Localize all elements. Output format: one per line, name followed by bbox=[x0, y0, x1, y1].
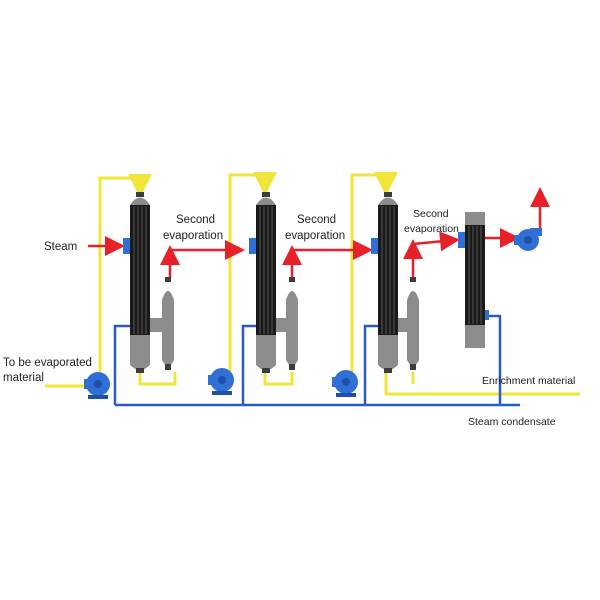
evaporator-effect-1 bbox=[123, 192, 174, 373]
pump-icon bbox=[208, 368, 234, 395]
second-evaporation-label-2-line2: evaporation bbox=[285, 230, 346, 242]
steam-label: Steam bbox=[44, 241, 78, 253]
pump-icon bbox=[332, 370, 358, 397]
vacuum-pump-icon bbox=[514, 228, 542, 251]
second-evaporation-label-3-line1: Second bbox=[413, 208, 449, 220]
second-evaporation-label-1-line2: evaporation bbox=[163, 230, 224, 242]
second-evaporation-label-1-line1: Second bbox=[176, 214, 216, 226]
second-evaporation-label-2-line1: Second bbox=[297, 214, 337, 226]
enrichment-material-label: Enrichment material bbox=[482, 375, 576, 387]
pump-icon bbox=[84, 372, 110, 399]
condenser bbox=[458, 212, 489, 348]
second-evaporation-label-3-line2: evaporation bbox=[404, 223, 459, 235]
evaporator-effect-2 bbox=[249, 192, 298, 373]
evaporator-effect-3 bbox=[371, 192, 419, 373]
steam-condensate-label: Steam condensate bbox=[468, 416, 556, 428]
condensate-lines bbox=[113, 314, 520, 407]
steam-lines bbox=[88, 187, 550, 278]
feed-label-line2: material bbox=[3, 372, 44, 384]
feed-lines bbox=[45, 172, 580, 396]
feed-label-line1: To be evaporated bbox=[3, 357, 92, 369]
